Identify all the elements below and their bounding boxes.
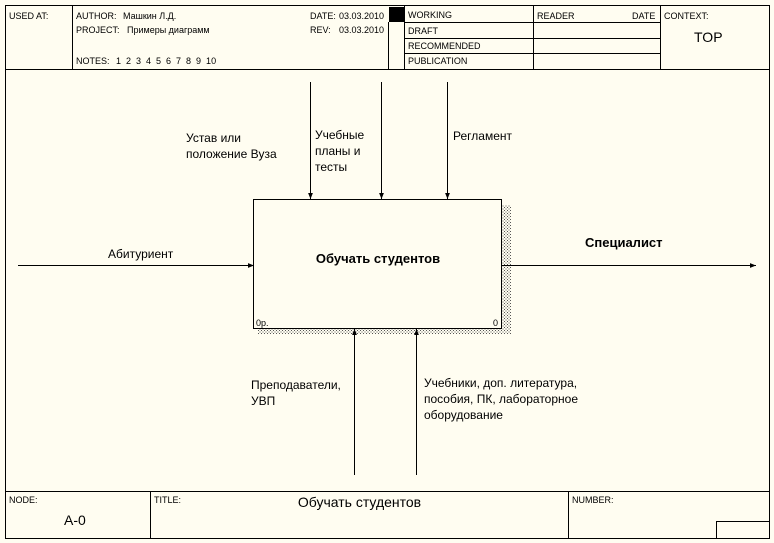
reader-date-label: DATE xyxy=(632,11,656,21)
date-value: 03.03.2010 xyxy=(339,11,385,21)
control-label-1: Устав или положение Вуза xyxy=(186,131,277,161)
used-at-label: USED AT: xyxy=(9,11,49,21)
status-publication: PUBLICATION xyxy=(408,56,468,66)
notes-label: NOTES: xyxy=(76,56,110,66)
rev-value: 03.03.2010 xyxy=(339,25,385,35)
node-label: NODE: xyxy=(9,495,38,505)
activity-cost: 0р. xyxy=(256,318,269,328)
context-label: CONTEXT: xyxy=(664,11,709,21)
mechanism-label-2: Учебники, доп. литература, пособия, ПК, … xyxy=(424,376,578,422)
footer-title: Обучать студентов xyxy=(297,494,422,510)
notes-value: 1 2 3 4 5 6 7 8 9 10 xyxy=(116,56,217,66)
context-value: TOP xyxy=(694,29,723,45)
mechanism-label-1: Преподаватели, УВП xyxy=(251,378,341,408)
project-value: Примеры диаграмм xyxy=(127,25,210,35)
output-label: Специалист xyxy=(585,235,663,250)
author-value: Машкин Л.Д. xyxy=(123,11,177,21)
activity-name: Обучать студентов xyxy=(315,251,441,266)
control-label-2: Учебные планы и тесты xyxy=(315,128,365,174)
rev-label: REV: xyxy=(310,25,331,35)
input-label: Абитуриент xyxy=(108,247,174,261)
activity-box[interactable] xyxy=(253,199,502,329)
number-label: NUMBER: xyxy=(572,495,614,505)
node-value: A-0 xyxy=(64,512,86,528)
status-recommended: RECOMMENDED xyxy=(408,41,481,51)
reader-label: READER xyxy=(537,11,575,21)
project-label: PROJECT: xyxy=(76,25,120,35)
status-working: WORKING xyxy=(408,10,452,20)
title-label: TITLE: xyxy=(154,495,182,505)
status-draft: DRAFT xyxy=(408,26,438,36)
author-label: AUTHOR: xyxy=(76,11,117,21)
control-label-3: Регламент xyxy=(453,129,512,143)
date-label: DATE: xyxy=(310,11,336,21)
activity-number: 0 xyxy=(493,318,499,328)
